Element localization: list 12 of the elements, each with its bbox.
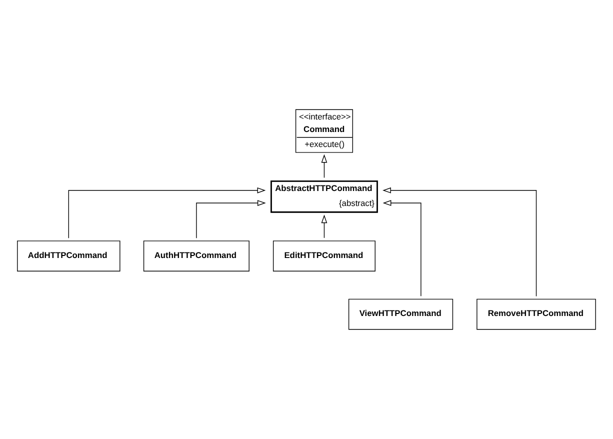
node-box: AddHTTPCommand [17,240,120,272]
arrow [68,187,266,238]
node-box: EditHTTPCommand [272,240,376,272]
arrow [321,214,328,238]
arrow [382,200,422,297]
node-box: AuthHTTPCommand [143,240,250,272]
node-box: RemoveHTTPCommand [476,298,596,330]
node-box: ViewHTTPCommand [348,298,454,330]
arrow [382,187,537,297]
arrow [321,154,328,178]
arrow [196,200,266,238]
node-box: AbstractHTTPCommand {abstract} [270,180,378,213]
